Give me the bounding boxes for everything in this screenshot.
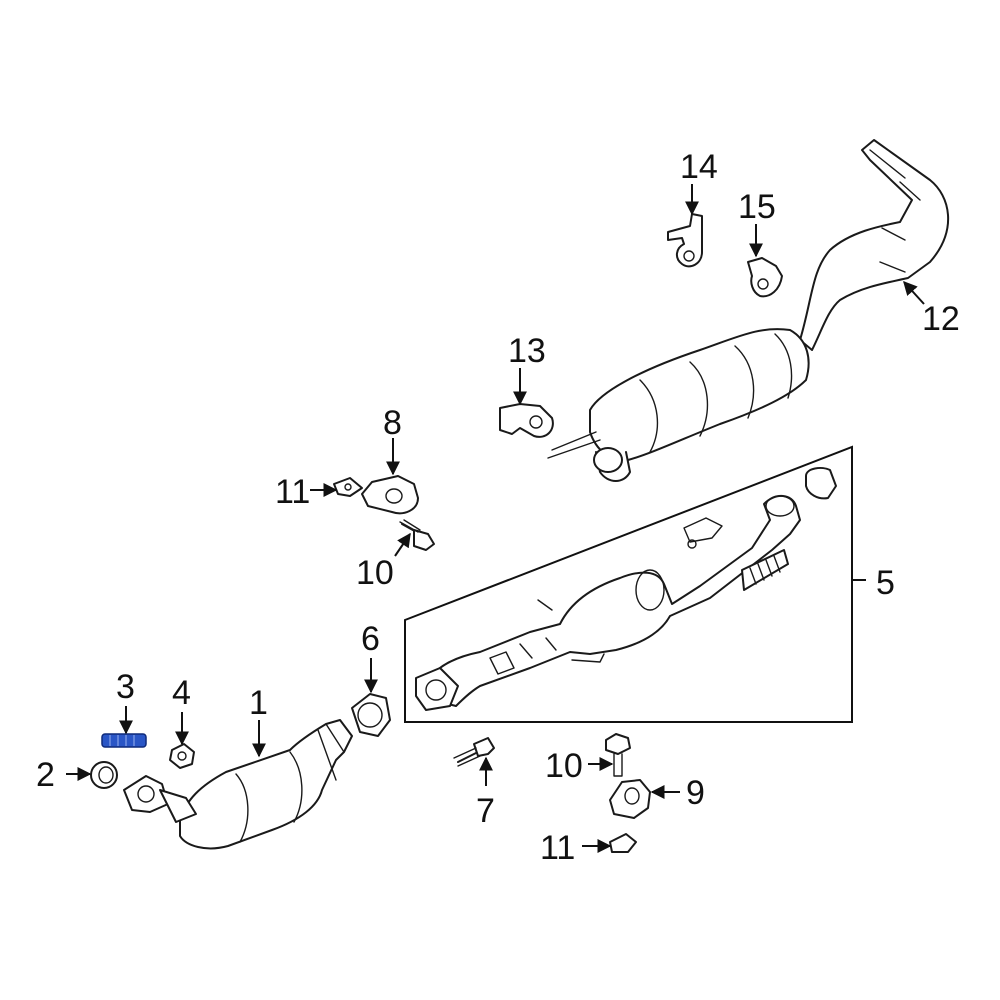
callout-8: 8 (383, 404, 402, 442)
seal-ring-2[interactable] (90, 761, 118, 789)
center-pipe-assembly[interactable] (415, 495, 801, 711)
callout-15: 15 (738, 188, 776, 226)
bolt-10-bottom[interactable] (605, 733, 631, 777)
callout-7: 7 (476, 792, 495, 830)
callout-2: 2 (36, 756, 55, 794)
callout-9: 9 (686, 774, 705, 812)
callout-1: 1 (249, 684, 268, 722)
callout-13: 13 (508, 332, 546, 370)
leader-lines (66, 184, 925, 853)
clamp[interactable] (805, 467, 837, 500)
callout-labels: 1 2 3 4 5 6 7 8 9 10 10 11 11 12 13 14 1… (36, 148, 960, 867)
catalytic-converter-1[interactable] (123, 719, 353, 850)
stud-3-highlighted[interactable] (101, 733, 147, 748)
callout-6: 6 (361, 620, 380, 658)
callout-4: 4 (172, 674, 191, 712)
gasket-6[interactable] (351, 693, 391, 737)
callout-11-bottom: 11 (540, 829, 575, 867)
callout-10-top: 10 (356, 554, 394, 592)
gasket-11-bottom[interactable] (609, 833, 637, 853)
muffler-assembly[interactable] (547, 139, 950, 482)
callout-12: 12 (922, 300, 960, 338)
assembly-5-box (404, 445, 853, 723)
nut-4[interactable] (169, 743, 195, 769)
callout-3: 3 (116, 668, 135, 706)
bracket-14[interactable] (667, 213, 703, 268)
callout-11-top: 11 (275, 473, 310, 511)
hanger-9[interactable] (609, 779, 651, 819)
bracket-13[interactable] (499, 403, 554, 438)
bolt-10-top[interactable] (399, 519, 435, 551)
hanger-8[interactable] (361, 475, 419, 515)
callout-5: 5 (876, 564, 895, 602)
bracket-15[interactable] (747, 257, 783, 298)
callout-10-bottom: 10 (545, 747, 583, 785)
heat-shield[interactable] (741, 549, 789, 591)
gasket-11-top[interactable] (333, 477, 363, 497)
callout-14: 14 (680, 148, 718, 186)
bolt-7[interactable] (453, 737, 495, 767)
